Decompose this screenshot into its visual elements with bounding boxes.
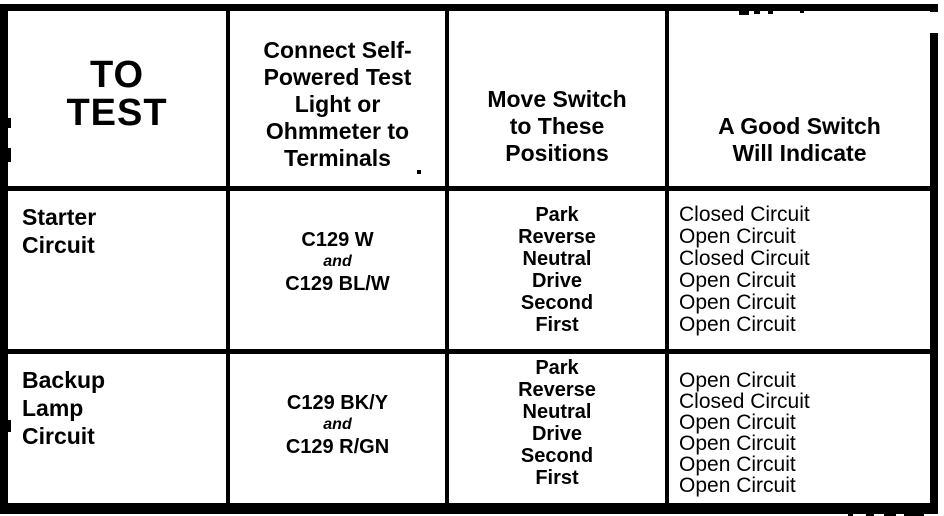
row-label-line: Lamp — [22, 395, 84, 421]
position-item: Neutral — [522, 401, 592, 423]
header-cell-positions: Move Switch to These Positions — [449, 11, 669, 191]
header-line: to These — [509, 113, 605, 139]
header-line: TO — [89, 54, 145, 96]
indication-item: Open Circuit — [679, 369, 796, 392]
scan-artifact-tick — [904, 511, 924, 516]
scan-artifact-tick — [739, 10, 749, 15]
terminals-cell-backup: C129 BK/Y and C129 R/GN — [230, 354, 449, 503]
indication-item: Closed Circuit — [679, 203, 810, 226]
indication-item: Open Circuit — [679, 291, 796, 314]
header-line: Connect Self- — [263, 37, 412, 63]
indication-item: Open Circuit — [679, 313, 796, 336]
scan-artifact-tick — [754, 10, 760, 14]
header-cell-terminals: Connect Self- Powered Test Light or Ohmm… — [230, 11, 449, 191]
row-label-line: Backup — [22, 367, 106, 393]
indication-item: Open Circuit — [679, 474, 796, 497]
row-label-line: Circuit — [22, 232, 95, 258]
indication-item: Open Circuit — [679, 411, 796, 434]
indication-item: Open Circuit — [679, 453, 796, 476]
switch-test-table: TO TEST Connect Self- Powered Test Light… — [0, 4, 938, 514]
header-line: Ohmmeter to — [265, 118, 410, 144]
position-item: Drive — [531, 423, 583, 445]
row-label-starter-circuit: Starter Circuit — [8, 191, 230, 354]
scan-artifact-speck — [417, 170, 421, 174]
scan-artifact-tick — [768, 10, 773, 14]
scan-artifact-tick — [848, 511, 853, 516]
header-line: A Good Switch — [718, 113, 881, 139]
row-label-line: Circuit — [22, 423, 95, 449]
scan-artifact-bump — [8, 118, 11, 128]
terminal-value: C129 W — [301, 229, 374, 251]
scan-artifact-tick — [884, 511, 896, 516]
indications-cell-starter: Closed Circuit Open Circuit Closed Circu… — [669, 191, 930, 354]
position-item: Park — [535, 204, 579, 226]
position-item: Second — [520, 292, 594, 314]
terminal-value: C129 BK/Y — [286, 391, 389, 414]
terminal-value: C129 BL/W — [285, 273, 390, 295]
scan-artifact-bump — [8, 148, 11, 162]
position-item: Reverse — [518, 379, 596, 401]
indication-item: Open Circuit — [679, 225, 796, 248]
scan-artifact-border-gap — [930, 12, 938, 33]
positions-cell-backup: Park Reverse Neutral Drive Second First — [449, 354, 669, 503]
header-cell-to-test: TO TEST — [8, 11, 230, 191]
header-line: Will Indicate — [732, 140, 867, 166]
header-line: Powered Test — [263, 64, 412, 90]
scan-artifact-tick — [866, 511, 874, 516]
indication-item: Open Circuit — [679, 432, 796, 455]
indications-cell-backup: Open Circuit Closed Circuit Open Circuit… — [669, 354, 930, 503]
header-line: Terminals — [284, 145, 391, 171]
terminals-cell-starter: C129 W and C129 BL/W — [230, 191, 449, 354]
indication-item: Closed Circuit — [679, 390, 810, 413]
position-item: Drive — [531, 270, 583, 292]
position-item: Second — [520, 445, 594, 467]
row-label-line: Starter — [22, 204, 97, 230]
position-item: First — [535, 314, 579, 336]
scan-artifact-tick — [800, 10, 804, 13]
header-line: Positions — [505, 140, 609, 166]
header-line: Move Switch — [487, 86, 627, 112]
header-line: TEST — [66, 92, 168, 134]
header-cell-indication: A Good Switch Will Indicate — [669, 11, 930, 191]
row-label-backup-lamp-circuit: Backup Lamp Circuit — [8, 354, 230, 503]
header-line: Light or — [294, 91, 381, 117]
position-item: Reverse — [518, 226, 596, 248]
positions-cell-starter: Park Reverse Neutral Drive Second First — [449, 191, 669, 354]
terminal-conjunction: and — [323, 415, 352, 433]
position-item: Park — [535, 357, 579, 379]
position-item: Neutral — [522, 248, 592, 270]
scan-artifact-bump — [8, 420, 11, 432]
indication-item: Closed Circuit — [679, 247, 810, 270]
position-item: First — [535, 467, 579, 489]
terminal-value: C129 R/GN — [285, 435, 390, 458]
terminal-conjunction: and — [323, 253, 352, 270]
indication-item: Open Circuit — [679, 269, 796, 292]
